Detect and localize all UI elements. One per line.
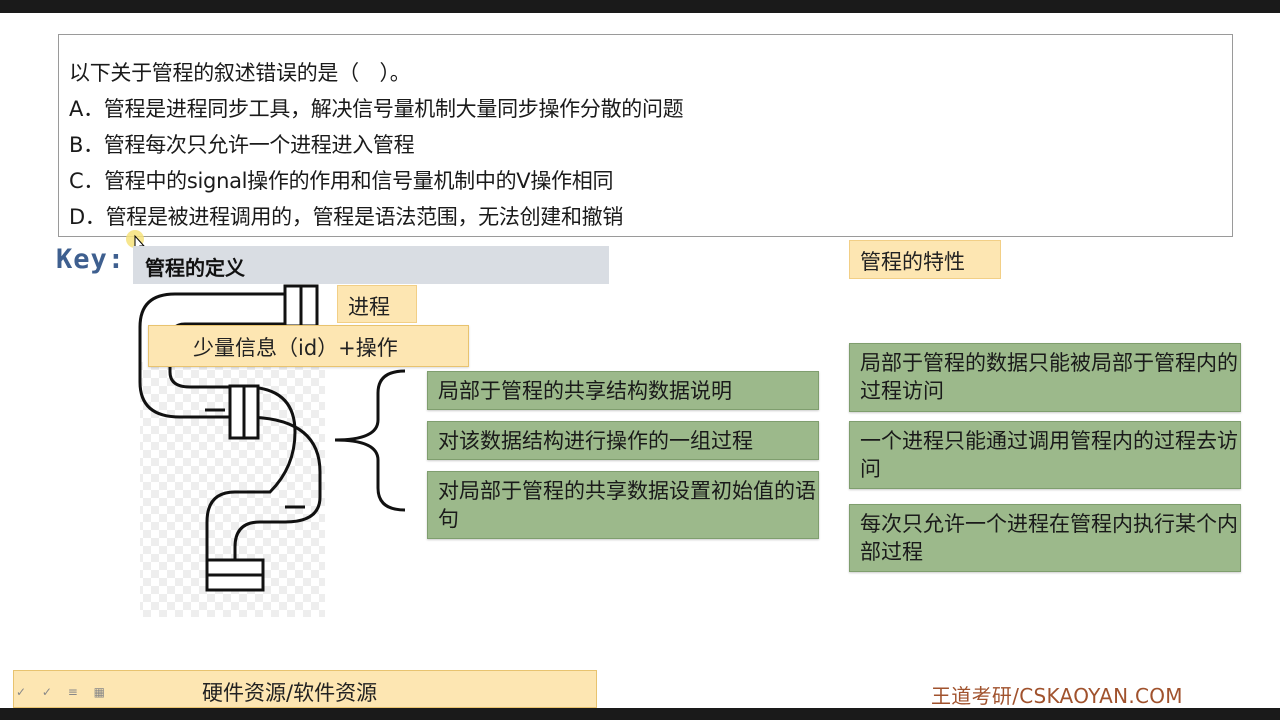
- bottom-bar: [0, 708, 1280, 720]
- question-box: 以下关于管程的叙述错误的是（ ）。 A．管程是进程同步工具，解决信号量机制大量同…: [58, 34, 1233, 237]
- question-stem: 以下关于管程的叙述错误的是（ ）。: [69, 61, 411, 85]
- toolbar-icon[interactable]: ✓ ✓ ≡ ▦: [16, 685, 111, 699]
- top-bar: [0, 0, 1280, 13]
- characteristic-item: 每次只允许一个进程在管程内执行某个内部过程: [849, 504, 1241, 572]
- option-d: D．管程是被进程调用的，管程是语法范围，无法创建和撤销: [69, 205, 624, 229]
- pipe-illustration: [135, 282, 335, 622]
- definition-title: 管程的定义: [133, 246, 609, 284]
- definition-item: 局部于管程的共享结构数据说明: [427, 371, 819, 410]
- characteristic-item: 局部于管程的数据只能被局部于管程内的过程访问: [849, 343, 1241, 412]
- option-a: A．管程是进程同步工具，解决信号量机制大量同步操作分散的问题: [69, 97, 684, 121]
- process-label: 进程: [337, 285, 417, 323]
- definition-item: 对局部于管程的共享数据设置初始值的语句: [427, 471, 819, 539]
- option-b: B．管程每次只允许一个进程进入管程: [69, 133, 415, 157]
- option-c: C．管程中的signal操作的作用和信号量机制中的V操作相同: [69, 169, 614, 193]
- definition-item: 对该数据结构进行操作的一组过程: [427, 421, 819, 460]
- key-label: Key:: [56, 244, 126, 275]
- characteristic-item: 一个进程只能通过调用管程内的过程去访问: [849, 421, 1241, 489]
- curly-brace-icon: [330, 368, 410, 513]
- characteristics-title: 管程的特性: [849, 240, 1001, 279]
- resources-bar: 硬件资源/软件资源: [13, 670, 597, 708]
- brand-watermark: 王道考研/CSKAOYAN.COM: [931, 684, 1183, 708]
- info-label: 少量信息（id）+操作: [148, 325, 469, 367]
